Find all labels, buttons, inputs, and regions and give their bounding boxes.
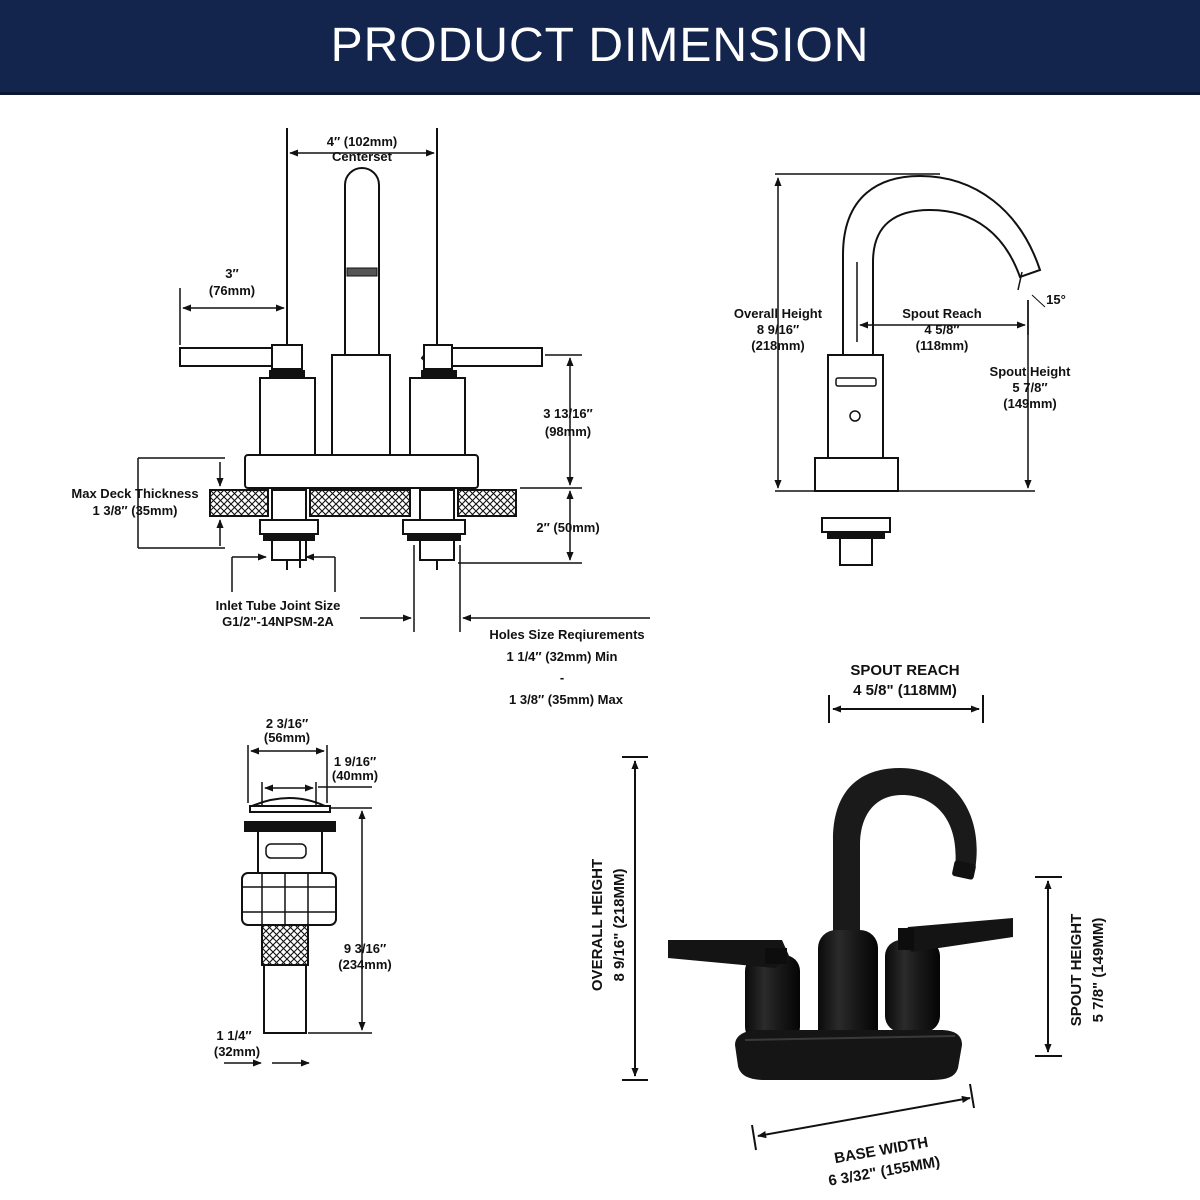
holes-max: 1 3/8″ (35mm) Max [509,692,624,707]
drain-top-width-metric: (56mm) [264,730,310,745]
front-base [244,454,479,489]
photo-left-handle-lever [668,940,790,968]
side-spout-reach-value: 4 5/8″ [924,322,959,337]
deck-thickness-label: Max Deck Thickness [71,486,198,501]
inlet-value: G1/2"-14NPSM-2A [222,614,334,629]
front-left-handle-ring [269,370,305,378]
drain-stem-width-metric: (40mm) [332,768,378,783]
handle-length-metric: (76mm) [209,283,255,298]
deck-thickness-value: 1 3/8″ (35mm) [93,503,178,518]
drain-top-width-value: 2 3/16″ [266,716,308,731]
side-body-hole [849,410,861,422]
photo-spout-reach-value: 4 5/8" (118MM) [853,682,957,699]
photo-dimensions [622,695,1062,1151]
drain-length-metric: (234mm) [338,957,391,972]
drain-length-value: 9 3/16″ [344,941,386,956]
front-dimensions [137,149,650,632]
side-spout-height-metric: (149mm) [1003,396,1056,411]
handle-length-value: 3″ [225,266,238,281]
photo-right-handle-cap [898,928,914,950]
drain-flange [249,805,331,813]
photo-spout-height-value: 5 7/8" (149MM) [1090,918,1107,1023]
holes-label: Holes Size Reqiurements [489,627,644,642]
front-deck-right [457,489,517,517]
side-overall-height-value: 8 9/16″ [757,322,799,337]
side-body-slot [835,377,877,387]
photo-spout-reach-label: SPOUT REACH [850,662,959,679]
side-body [827,354,884,459]
drain-dimensions [224,745,372,1067]
photo-left-handle-body [745,955,800,1043]
photo-right-handle-body [885,940,940,1032]
side-base [814,457,899,492]
front-left-nut [259,519,319,535]
handle-height-value: 3 13/16″ [543,406,593,421]
drain-threads [261,924,309,966]
front-spout-aerator [346,267,378,277]
front-left-washer [263,533,315,541]
front-right-handle-cap [423,344,453,370]
handle-height-metric: (98mm) [545,424,591,439]
front-right-handle-body [409,377,466,456]
photo-base-highlight [744,1035,956,1041]
photo-spout-height-label: SPOUT HEIGHT [1068,914,1085,1027]
front-deck-left [209,489,269,517]
drain-drawing [241,797,337,1034]
side-spout-tip-line [1017,271,1023,291]
photo-left-handle-cap [765,948,787,964]
holes-separator: - [560,670,564,685]
side-spout-angle: 15° [1046,292,1066,307]
inlet-label: Inlet Tube Joint Size [216,598,341,613]
centerset-label: Centerset [332,149,393,164]
front-left-handle-body [259,377,316,456]
drain-gasket [244,821,336,832]
photo-center-body [818,930,878,1048]
drain-tube-diameter-metric: (32mm) [214,1044,260,1059]
side-view-drawing [814,174,1042,566]
side-nut [821,517,891,533]
shank-length-value: 2″ (50mm) [536,520,599,535]
drain-stem-width-value: 1 9/16″ [334,754,376,769]
front-spout [344,167,380,356]
front-left-handle-cap [271,344,303,370]
drain-body-slot [265,843,307,859]
side-spout-height-value: 5 7/8″ [1012,380,1047,395]
drain-tube-diameter-value: 1 1/4″ [216,1028,251,1043]
drain-tube [263,964,307,1034]
side-spout-height-label: Spout Height [990,364,1072,379]
centerset-value: 4″ (102mm) [327,134,398,149]
front-view-drawing [179,128,543,570]
drain-cap [251,797,326,807]
faucet-product-image [668,768,1013,1080]
side-spout [842,174,1042,356]
side-overall-height-label: Overall Height [734,306,823,321]
side-spout-reach-metric: (118mm) [916,338,969,353]
photo-base [735,1030,962,1080]
photo-overall-height-value: 8 9/16" (218MM) [611,869,628,982]
front-right-handle-ring [421,370,457,378]
side-dimensions [774,173,1046,492]
side-shank [839,537,873,566]
holes-min: 1 1/4″ (32mm) Min [507,649,618,664]
photo-spout [833,768,977,933]
front-spout-body [331,354,391,456]
drain-nut [241,872,337,926]
header-banner: PRODUCT DIMENSION [0,0,1200,95]
front-right-nut [402,519,466,535]
front-deck-mid [309,489,411,517]
page-title: PRODUCT DIMENSION [330,19,870,72]
photo-overall-height-label: OVERALL HEIGHT [589,859,606,991]
side-spout-reach-label: Spout Reach [902,306,982,321]
photo-right-handle-lever [900,918,1013,952]
side-overall-height-metric: (218mm) [751,338,804,353]
front-right-washer [407,533,461,541]
photo-spout-tip [952,860,976,880]
